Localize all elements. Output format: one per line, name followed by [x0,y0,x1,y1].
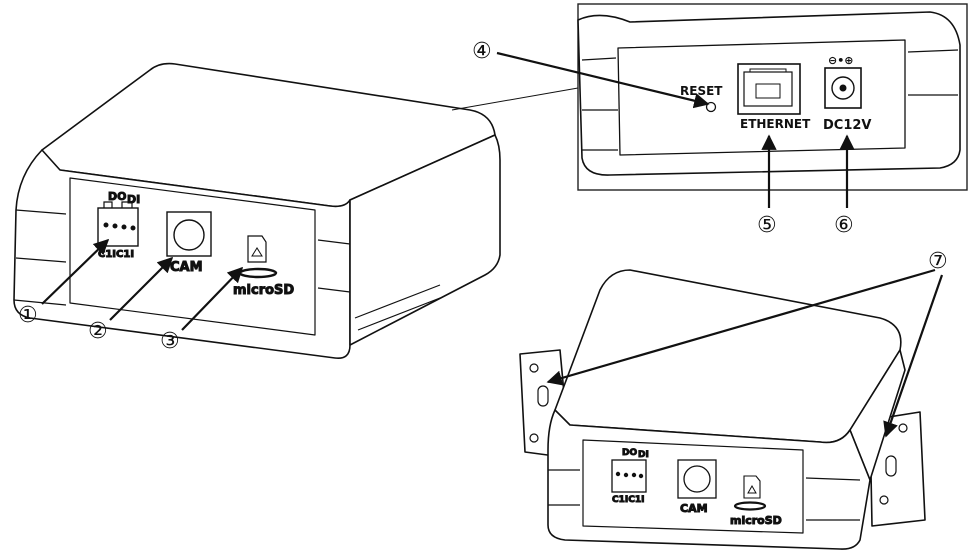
mounted-device [519,269,926,550]
main-cam-port: CAM [166,211,212,276]
mounted-cam-label: CAM [680,502,708,515]
arrow-7a [546,268,936,386]
dc12v-label: DC12V [823,118,871,133]
arrow-3 [181,266,244,331]
ethernet-label: ETHERNET [740,117,811,131]
callout-3: ③ [160,329,180,354]
reset-label: RESET [680,84,723,98]
rear-panel-inset: RESET ETHERNET ⊖•⊕ DC12V [577,3,968,191]
arrow-1 [41,238,110,305]
callout-1: ① [18,303,38,328]
main-device-side [349,134,501,346]
callout-4: ④ [472,39,492,64]
arrow-7b [883,274,944,438]
mounted-di-label: DI [638,450,649,460]
callout-7: ⑦ [928,249,948,274]
di-label: DI [127,193,140,206]
callout-5: ⑤ [757,213,777,238]
terminal-text: C1IC1I [98,249,134,260]
main-device [13,62,501,360]
main-microsd-slot: microSD [233,235,295,299]
mounted-microsd-label: microSD [730,514,782,527]
mounted-do-label: DO [622,448,637,458]
cam-label: CAM [170,260,203,275]
callout-2: ② [88,319,108,344]
arrow-2 [109,256,174,321]
inset-leader-line [451,87,579,111]
microsd-label: microSD [233,283,294,298]
callout-6: ⑥ [834,213,854,238]
arrow-4 [496,51,710,109]
ethernet-port [737,63,801,115]
callout-arrows [41,51,944,438]
mounted-terminal-block: DO DI C1IC1I [611,448,649,506]
mounted-terminal-text: C1IC1I [612,495,644,505]
dc-power-jack [824,67,862,109]
callout-numbers: ① ② ③ ④ ⑤ ⑥ ⑦ [18,39,948,354]
mounted-microsd-slot: microSD [730,475,782,528]
power-polarity-symbol: ⊖•⊕ [828,54,853,67]
mounted-cam-port: CAM [677,459,717,516]
do-label: DO [108,190,126,203]
